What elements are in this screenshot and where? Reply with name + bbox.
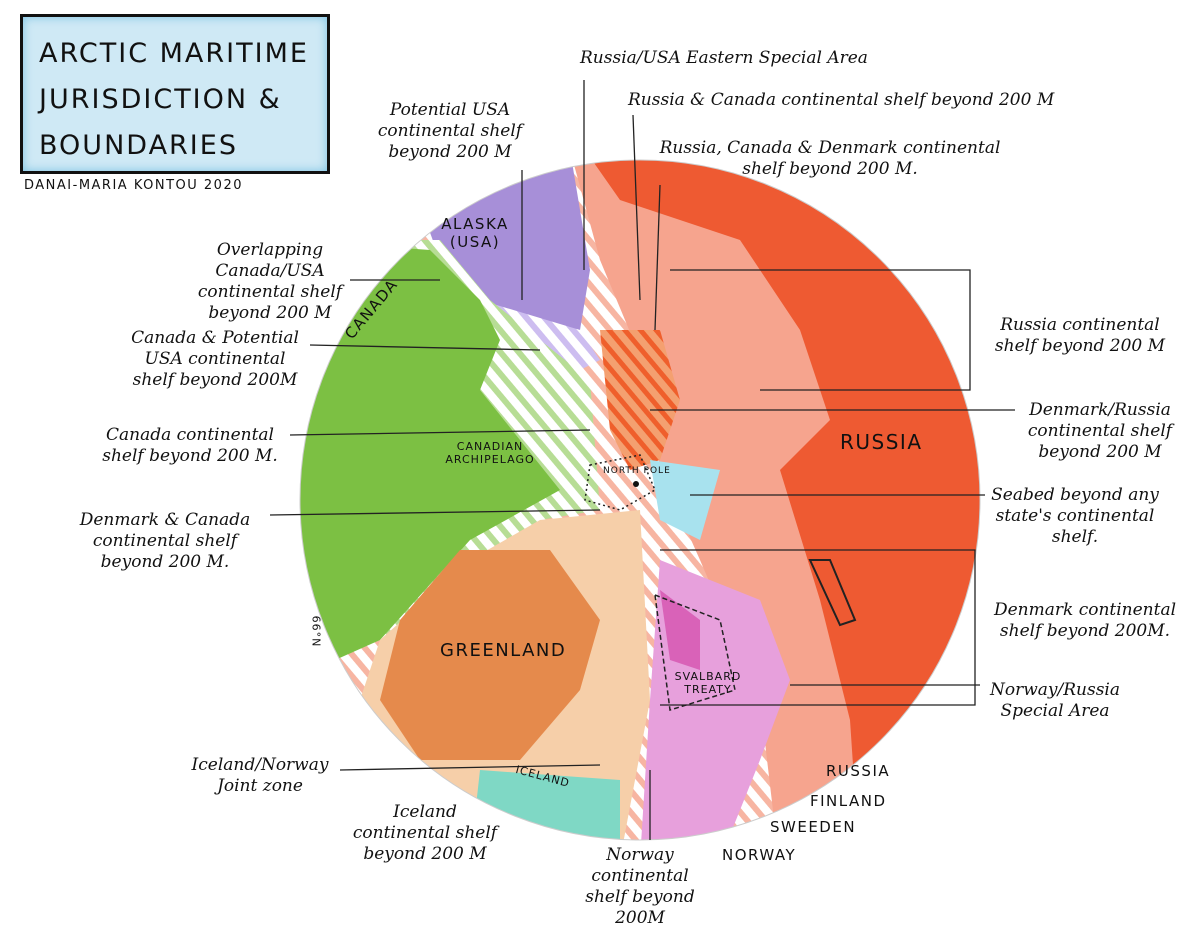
title-line-3: Boundaries	[39, 130, 238, 161]
north-pole-marker	[633, 481, 639, 487]
seabed-region	[650, 460, 720, 540]
label-russia-usa-eastern-special-area: Russia/USA Eastern Special Area	[580, 48, 868, 68]
north-pole-boundary	[584, 454, 656, 511]
map-circle	[299, 159, 981, 841]
place-russia: Russia	[840, 430, 923, 454]
title-box: Arctic Maritime Jurisdiction & Boundarie…	[20, 14, 330, 174]
label-norway-shelf: Norway continental shelf beyond 200M	[585, 845, 695, 928]
label-iceland-shelf: Iceland continental shelf beyond 200 M	[352, 802, 498, 864]
title-line-1: Arctic Maritime	[39, 38, 309, 69]
russia-region	[585, 160, 980, 840]
label-norway-russia-special-area: Norway/Russia Special Area	[989, 680, 1121, 721]
label-potential-usa-shelf: Potential USA continental shelf beyond 2…	[377, 100, 523, 162]
label-overlapping-canada-usa: Overlapping Canada/USA continental shelf…	[197, 240, 343, 323]
svalbard-island	[660, 590, 700, 670]
place-finland: Finland	[810, 792, 887, 810]
label-russia-canada-shelf: Russia & Canada continental shelf beyond…	[628, 90, 1055, 110]
label-canada-potential-usa: Canada & Potential USA continental shelf…	[131, 328, 299, 390]
label-seabed: Seabed beyond any state's continental sh…	[991, 485, 1159, 547]
label-russia-canada-denmark-shelf: Russia, Canada & Denmark continental she…	[659, 138, 1001, 179]
canada-region	[300, 240, 560, 680]
place-sweden: Sweeden	[770, 818, 857, 836]
title-line-2: Jurisdiction &	[39, 84, 282, 115]
overlap-shelf-region	[600, 330, 680, 470]
place-north-pole: North Pole	[603, 466, 671, 476]
place-canadian-archipelago: Canadian Archipelago	[445, 440, 535, 466]
place-alaska: Alaska (USA)	[441, 215, 509, 251]
label-canada-shelf: Canada continental shelf beyond 200 M.	[102, 425, 278, 466]
label-denmark-shelf: Denmark continental shelf beyond 200M.	[993, 600, 1177, 641]
leader-lines	[269, 80, 1015, 840]
author-credit: Danai-Maria Kontou 2020	[24, 178, 243, 193]
novaya-zemlya	[808, 559, 857, 627]
place-norway: Norway	[722, 846, 797, 864]
label-denmark-canada-shelf: Denmark & Canada continental shelf beyon…	[79, 510, 251, 572]
label-russia-shelf: Russia continental shelf beyond 200 M	[994, 315, 1166, 356]
place-russia-small: Russia	[826, 762, 891, 780]
label-iceland-norway-joint-zone: Iceland/Norway Joint zone	[191, 755, 329, 796]
greenland-region	[380, 550, 600, 760]
place-greenland: Greenland	[440, 640, 567, 661]
place-svalbard-treaty: Svalbard Treaty	[674, 670, 742, 696]
label-denmark-russia-shelf: Denmark/Russia continental shelf beyond …	[1027, 400, 1173, 462]
latitude-label: 66°N	[309, 615, 323, 648]
